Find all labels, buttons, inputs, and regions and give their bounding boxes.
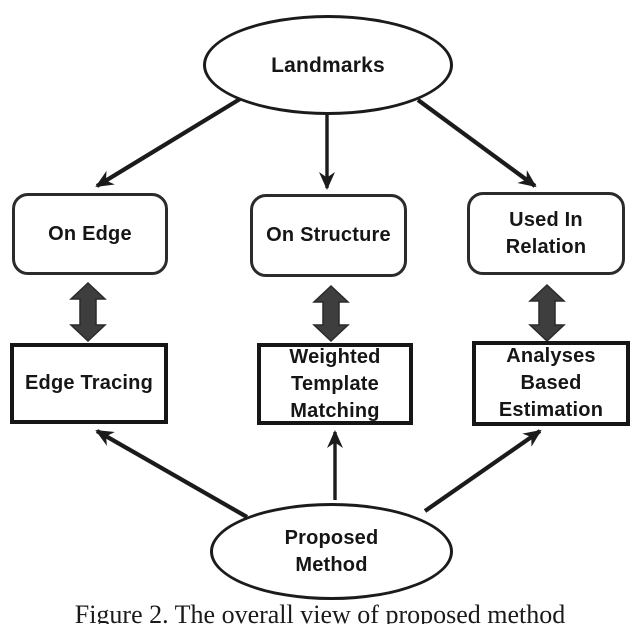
- node-used-in-relation-label: Used In Relation: [505, 208, 587, 258]
- node-proposed-method-label: Proposed Method: [284, 526, 379, 576]
- node-landmarks: Landmarks: [203, 15, 453, 115]
- double-arrow-on-structure-weighted-template-matching: [312, 284, 350, 343]
- double-arrow-on-edge-edge-tracing: [69, 281, 107, 343]
- node-edge-tracing-label: Edge Tracing: [25, 372, 153, 394]
- node-weighted-template-matching: Weighted Template Matching: [257, 343, 413, 425]
- node-on-edge-label: On Edge: [48, 222, 132, 245]
- arrow-proposed-to-analyses-based-estimation: [423, 429, 542, 513]
- arrow-landmarks-to-used-in-relation: [416, 98, 537, 188]
- node-weighted-template-matching-label: Weighted Template Matching: [289, 345, 381, 422]
- double-arrow-used-in-relation-analyses-based-estimation: [528, 283, 566, 343]
- node-landmarks-label: Landmarks: [271, 53, 385, 77]
- arrow-proposed-to-edge-tracing: [95, 429, 249, 519]
- node-on-structure: On Structure: [250, 194, 407, 277]
- node-analyses-based-estimation-label: Analyses Based Estimation: [498, 345, 604, 421]
- node-proposed-method: Proposed Method: [210, 503, 453, 600]
- figure-caption: Figure 2. The overall view of proposed m…: [74, 600, 566, 624]
- node-edge-tracing: Edge Tracing: [10, 343, 168, 424]
- node-used-in-relation: Used In Relation: [467, 192, 625, 275]
- arrow-landmarks-to-on-edge: [95, 97, 242, 188]
- node-analyses-based-estimation: Analyses Based Estimation: [472, 341, 630, 426]
- node-on-edge: On Edge: [12, 193, 168, 275]
- node-on-structure-label: On Structure: [266, 224, 391, 246]
